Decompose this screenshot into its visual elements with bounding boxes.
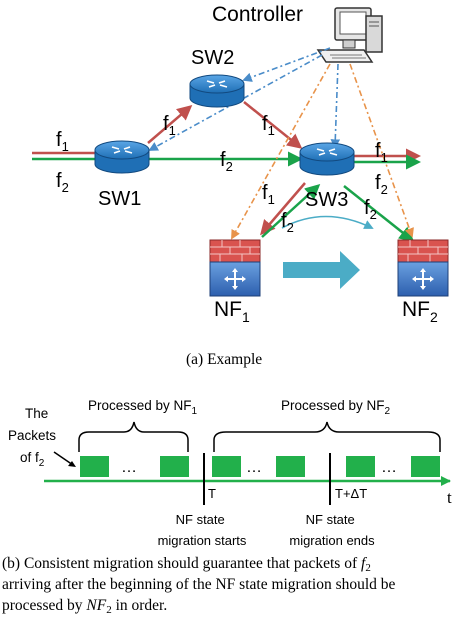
packet	[160, 456, 189, 477]
switch-sw3-icon	[299, 142, 355, 176]
flow1-path	[32, 101, 421, 236]
ellipsis-3: …	[381, 459, 397, 476]
packet	[212, 456, 241, 477]
ellipsis-1: …	[121, 459, 137, 476]
tick-t-dt-label: T+ΔT	[335, 486, 367, 501]
flow-label-nf1-f2: f2	[281, 210, 294, 235]
caption-b: (b) Consistent migration should guarante…	[2, 555, 396, 616]
brace-nf1	[78, 421, 189, 452]
sw1-label: SW1	[98, 188, 141, 210]
packets-label: The Packets	[8, 406, 56, 443]
packet	[80, 456, 109, 477]
migration-arrow-icon	[283, 251, 360, 289]
controller-computer-icon	[316, 7, 383, 63]
tick-t-label: T	[208, 486, 216, 501]
ellipsis-2: …	[246, 459, 262, 476]
flow-label-out-f2: f2	[375, 172, 388, 197]
packet	[346, 456, 375, 477]
flow-label-sw1-sw2-f1: f1	[163, 113, 176, 138]
timeline-arrowhead	[441, 476, 451, 486]
nf2-label: NF2	[402, 298, 438, 325]
flow-label-in-f1: f1	[56, 129, 69, 154]
packet	[276, 456, 305, 477]
note-migration-ends: NF state migration ends	[289, 512, 375, 548]
brace-nf2	[213, 421, 441, 452]
processed-by-nf2-label: Processed by NF2	[281, 398, 391, 417]
processed-by-nf1-label: Processed by NF1	[88, 398, 198, 417]
note-migration-starts: NF state migration starts	[158, 512, 247, 548]
flow-label-sw2-sw3-f1: f1	[262, 113, 275, 138]
flow-label-nf2-f2: f2	[364, 197, 377, 222]
flow-label-in-f2: f2	[56, 170, 69, 195]
flow-label-nf1-f1: f1	[262, 182, 275, 207]
switch-sw1-icon	[94, 140, 150, 174]
axis-label-t: t	[447, 488, 452, 507]
packets-label-flow: of f2	[20, 450, 45, 469]
packets-pointer-arrow	[53, 451, 74, 466]
flow-label-sw1-sw3-f2: f2	[220, 149, 233, 174]
state-migration-curve	[281, 215, 374, 229]
nf1-appliance-icon	[209, 239, 261, 297]
packet	[411, 456, 440, 477]
sw2-label: SW2	[191, 47, 234, 69]
flow2-path	[32, 151, 421, 242]
flow-label-out-f1: f1	[375, 140, 388, 165]
packet-row	[80, 456, 440, 477]
caption-a: (a) Example	[186, 351, 262, 368]
switch-sw2-icon	[189, 74, 245, 108]
nf2-appliance-icon	[397, 239, 449, 297]
controller-label: Controller	[212, 3, 303, 26]
nf1-label: NF1	[214, 298, 250, 325]
sw3-label: SW3	[305, 189, 348, 211]
